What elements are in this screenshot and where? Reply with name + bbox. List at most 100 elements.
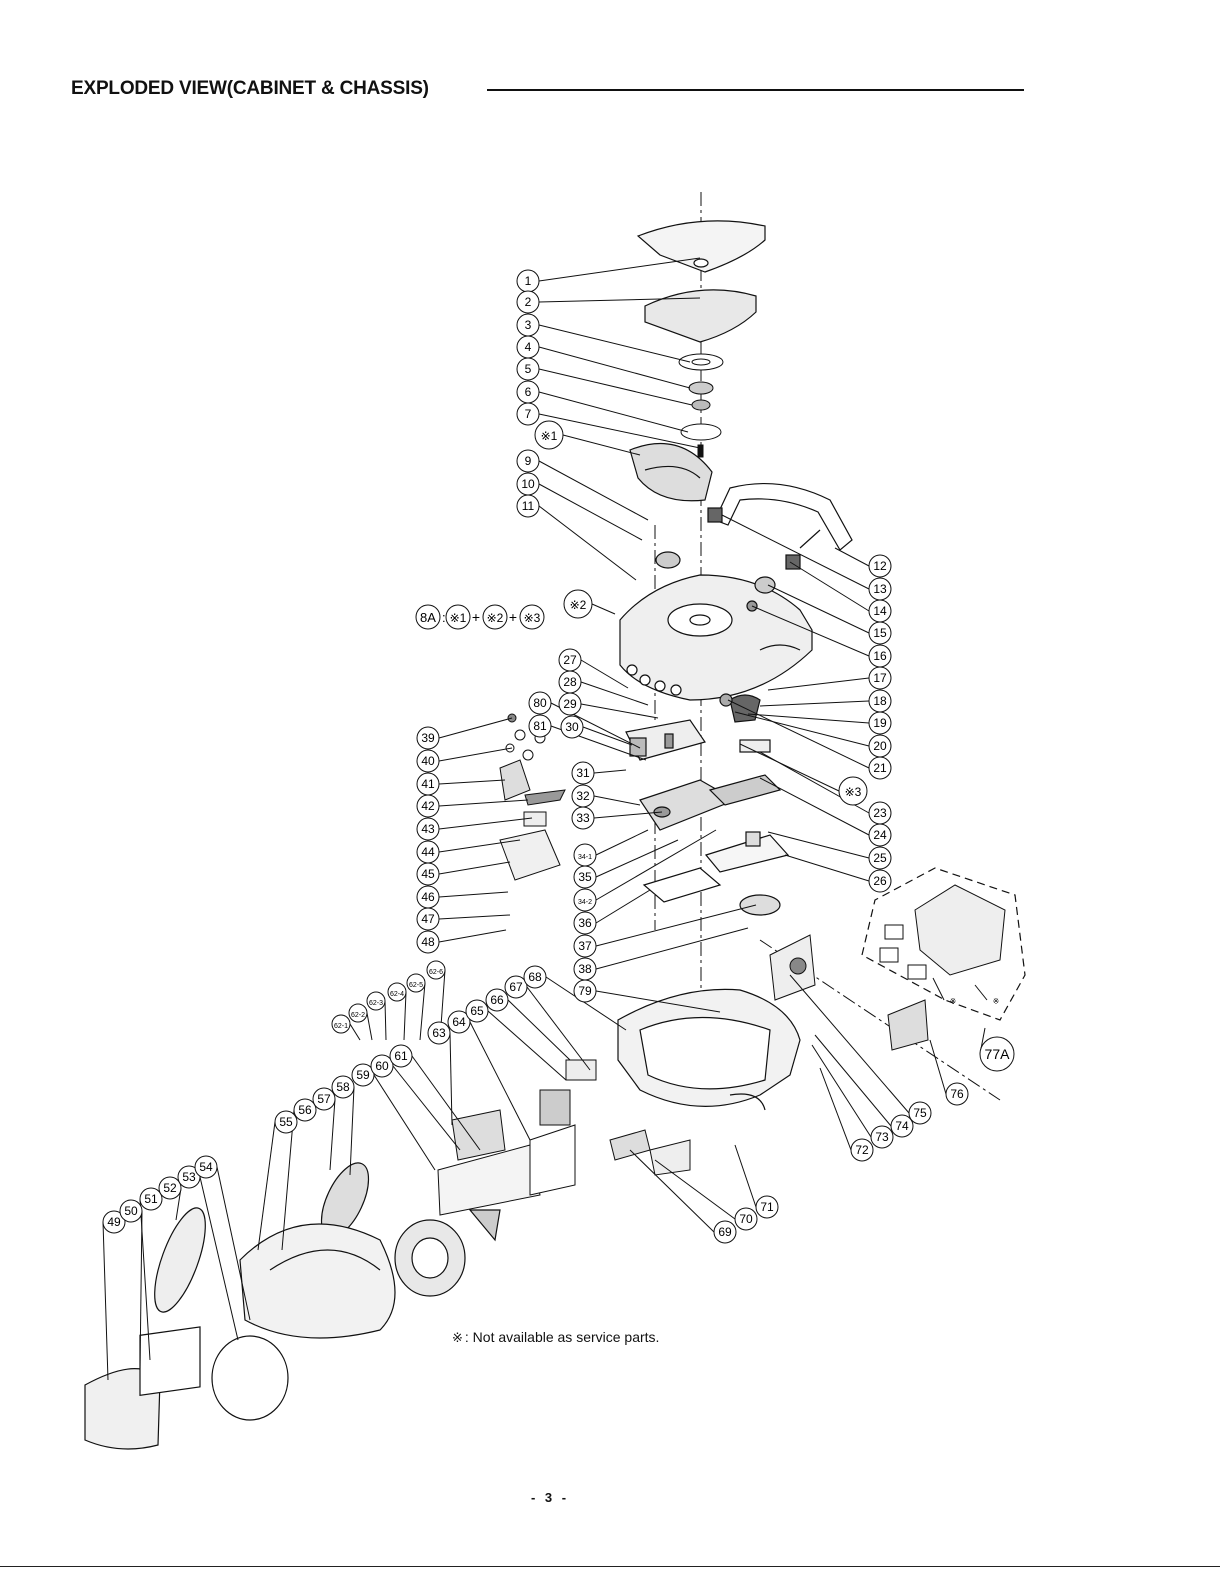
leader-line xyxy=(366,1012,373,1041)
footnote: ※: Not available as service parts. xyxy=(452,1329,659,1346)
callout-label: 63 xyxy=(432,1026,446,1040)
callout-label: 69 xyxy=(718,1225,732,1239)
callout-circle xyxy=(850,1138,874,1162)
callout-label: 37 xyxy=(578,939,592,953)
callout-label: 62-5 xyxy=(409,982,423,989)
callout-circle xyxy=(868,756,892,780)
leader-line xyxy=(721,514,870,590)
leader-line xyxy=(784,854,870,882)
callout-label: 62-2 xyxy=(351,1012,365,1019)
callout-circle xyxy=(416,817,440,841)
leader-line xyxy=(538,346,691,389)
leader-line xyxy=(438,779,506,785)
leader-line xyxy=(727,699,870,769)
leader-line xyxy=(595,904,757,947)
callout-label: 57 xyxy=(317,1092,331,1106)
callout-circle xyxy=(868,711,892,735)
callout-label: 44 xyxy=(421,845,435,859)
callout-label: 52 xyxy=(163,1181,177,1195)
callout-label: 36 xyxy=(578,916,592,930)
callout-label: 17 xyxy=(873,671,887,685)
callout-label: 28 xyxy=(563,675,577,689)
callout-label: 3 xyxy=(525,318,532,332)
leader-line xyxy=(349,1086,355,1176)
leader-line xyxy=(932,977,945,1001)
leader-line xyxy=(580,681,649,706)
callout-circle xyxy=(331,1075,355,1099)
callout-circle xyxy=(868,621,892,645)
callout-label: ※ xyxy=(950,997,957,1006)
leader-line xyxy=(974,984,988,1001)
leader-line xyxy=(438,861,511,875)
leader-line xyxy=(449,1032,453,1126)
leader-line xyxy=(526,986,591,1071)
leader-line xyxy=(257,1121,276,1251)
callout-label: 15 xyxy=(873,626,887,640)
callout-label: 40 xyxy=(421,754,435,768)
callout-circle xyxy=(351,1063,375,1087)
callout-label: ※2 xyxy=(570,598,587,612)
callout-label: 56 xyxy=(298,1103,312,1117)
callout-circle xyxy=(516,357,540,381)
leader-line xyxy=(102,1221,109,1381)
leader-line xyxy=(438,929,507,943)
leader-line xyxy=(591,603,616,615)
leader-line xyxy=(739,743,840,792)
callout-label: 58 xyxy=(336,1080,350,1094)
callout-label: 60 xyxy=(375,1059,389,1073)
callout-circle xyxy=(868,869,892,893)
leader-line xyxy=(139,1198,151,1361)
leader-line xyxy=(562,434,641,456)
callout-label: 68 xyxy=(528,970,542,984)
callout-circle xyxy=(370,1054,394,1078)
leader-line xyxy=(595,990,721,1013)
callout-label: 62-6 xyxy=(429,969,443,976)
leader-line xyxy=(834,547,870,567)
leader-line xyxy=(216,1166,251,1321)
leader-line xyxy=(199,1176,239,1341)
leader-line xyxy=(438,717,513,739)
callout-circle xyxy=(573,934,597,958)
callout-label: 6 xyxy=(525,385,532,399)
callout-label: 64 xyxy=(452,1015,466,1029)
bottom-rule xyxy=(0,1566,1220,1567)
leader-line xyxy=(595,829,649,856)
callout-label: ※3 xyxy=(845,785,862,799)
leader-line xyxy=(593,795,641,806)
leader-line xyxy=(734,1144,757,1208)
callout-label: 19 xyxy=(873,716,887,730)
callout-circle xyxy=(868,666,892,690)
callout-label: 75 xyxy=(913,1106,927,1120)
lid-window xyxy=(644,289,757,343)
callout-label: 62-1 xyxy=(334,1023,348,1030)
callout-circle xyxy=(713,1220,737,1244)
callout-circle xyxy=(908,1101,932,1125)
callout-circle xyxy=(366,991,386,1011)
callout-label: 20 xyxy=(873,739,887,753)
callout-circle xyxy=(945,1082,969,1106)
leader-line xyxy=(538,391,689,433)
callout-circle xyxy=(465,999,489,1023)
assembly-part-2: ※2 xyxy=(487,611,504,625)
leader-line xyxy=(734,711,870,747)
callout-circle xyxy=(868,823,892,847)
callout-circle xyxy=(389,1044,413,1068)
callout-label: 31 xyxy=(576,766,590,780)
callout-label: 32 xyxy=(576,789,590,803)
leader-line xyxy=(747,713,870,724)
callout-circle xyxy=(312,1087,336,1111)
leader-line xyxy=(438,891,509,898)
callout-circle xyxy=(516,402,540,426)
callout-circle xyxy=(387,982,407,1002)
callout-label: 27 xyxy=(563,653,577,667)
leader-line xyxy=(419,982,426,1041)
leader-lines xyxy=(102,257,988,1381)
callout-circle xyxy=(331,1014,351,1034)
leader-line xyxy=(438,914,511,920)
callout-circle xyxy=(573,911,597,935)
callout-label: 54 xyxy=(199,1160,213,1174)
callout-circle xyxy=(755,1195,779,1219)
callout-circle xyxy=(139,1187,163,1211)
assembly-plus-2: + xyxy=(509,609,517,625)
callout-label: 12 xyxy=(873,559,887,573)
